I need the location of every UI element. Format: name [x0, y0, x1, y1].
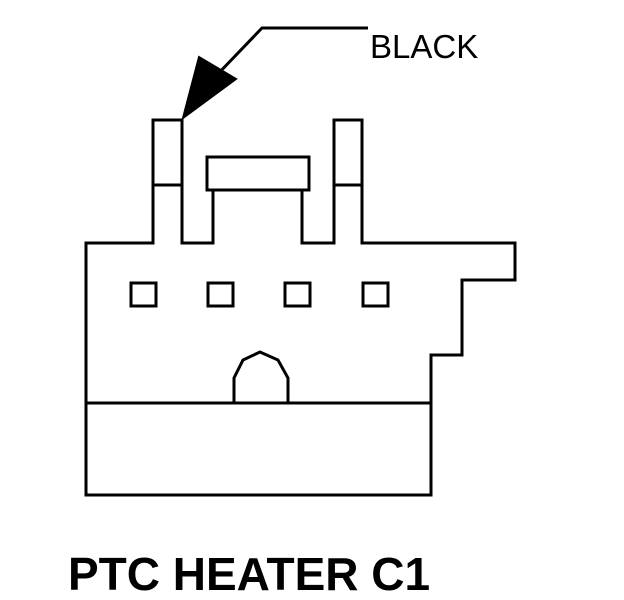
terminal-cavity-3 — [283, 281, 312, 308]
terminal-cavity-4 — [361, 281, 390, 308]
callout-leader-line — [212, 26, 368, 80]
terminal-cavity-2 — [206, 281, 235, 308]
connector-body-outline — [84, 118, 517, 497]
diagram-title: PTC HEATER C1 — [68, 548, 430, 600]
terminal-cavity-1 — [129, 281, 158, 308]
keying-feature — [232, 350, 290, 403]
callout-arrowhead — [181, 55, 238, 121]
locking-tab — [205, 155, 311, 192]
callout-label: BLACK — [370, 28, 478, 65]
